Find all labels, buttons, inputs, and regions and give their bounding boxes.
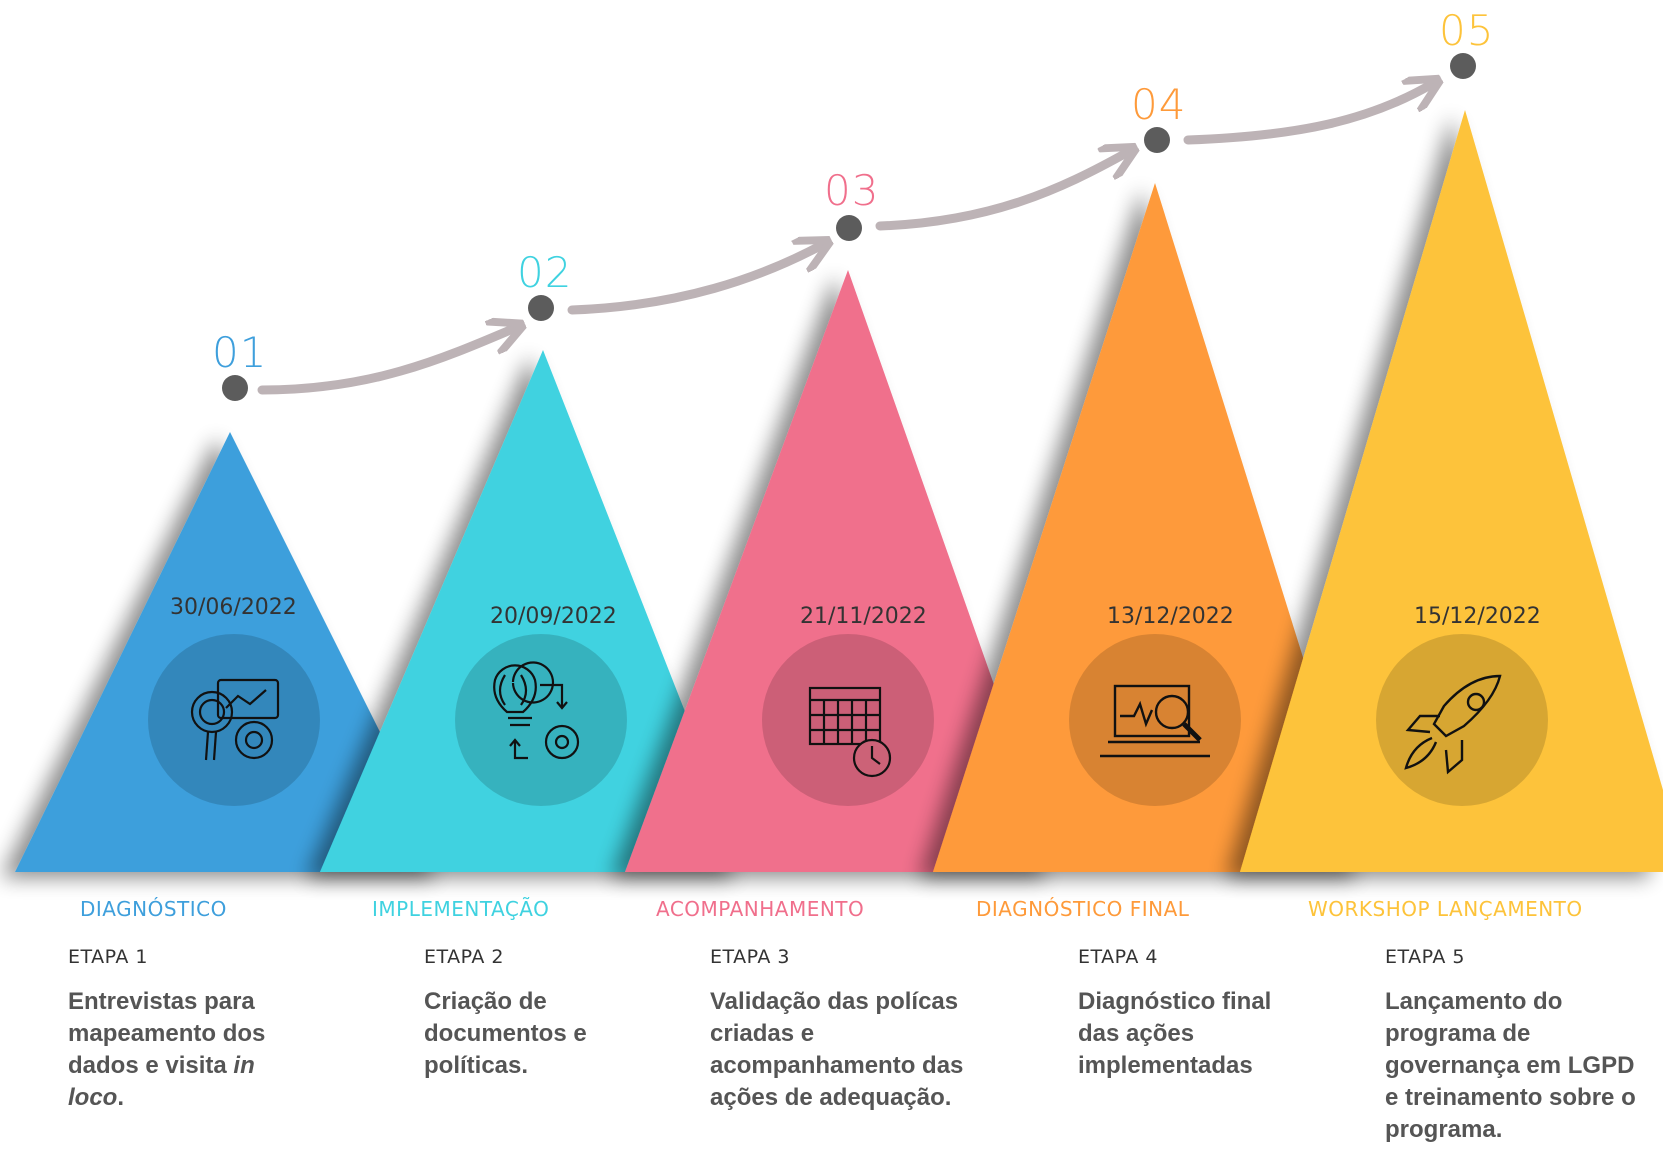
step-etapa-3: ETAPA 3 bbox=[710, 946, 791, 968]
icon-circle-step-5 bbox=[1376, 634, 1548, 806]
icon-circle-step-4 bbox=[1069, 634, 1241, 806]
step-title-4: DIAGNÓSTICO FINAL bbox=[976, 897, 1190, 921]
step-dot-1 bbox=[222, 375, 248, 401]
arrow-3-to-4 bbox=[875, 152, 1128, 231]
step-description-2: Criação de documentos e políticas. bbox=[424, 988, 587, 1079]
arrow-2-to-3 bbox=[567, 245, 822, 315]
step-dot-5 bbox=[1450, 53, 1476, 79]
arrow-1-to-2 bbox=[257, 328, 515, 395]
triangle-step-2 bbox=[320, 350, 748, 872]
data-analysis-gears-icon bbox=[190, 678, 280, 761]
icon-circle-step-3 bbox=[762, 634, 934, 806]
calendar-clock-icon bbox=[808, 686, 892, 778]
icon-circle-step-2 bbox=[455, 634, 627, 806]
step-dot-2 bbox=[528, 295, 554, 321]
step-title-5: WORKSHOP LANÇAMENTO bbox=[1308, 897, 1583, 921]
step-number-5: 05 bbox=[1439, 6, 1495, 55]
step-number-3: 03 bbox=[824, 166, 880, 215]
arrow-4-to-5 bbox=[1183, 84, 1432, 145]
rocket-icon bbox=[1404, 674, 1502, 775]
triangle-step-4 bbox=[933, 183, 1370, 872]
step-title-2: IMPLEMENTAÇÃO bbox=[372, 897, 550, 921]
step-date-5: 15/12/2022 bbox=[1414, 604, 1541, 629]
step-etapa-2: ETAPA 2 bbox=[424, 946, 505, 968]
step-dot-4 bbox=[1144, 127, 1170, 153]
step-description-1: Entrevistas para mapeamento dos dados e … bbox=[68, 988, 266, 1111]
step-number-2: 02 bbox=[517, 248, 573, 297]
step-description-3: Validação das polícas criadas e acompanh… bbox=[710, 988, 964, 1111]
step-date-3: 21/11/2022 bbox=[800, 604, 927, 629]
step-title-1: DIAGNÓSTICO bbox=[80, 897, 227, 921]
step-dot-3 bbox=[836, 215, 862, 241]
laptop-magnifier-icon bbox=[1100, 684, 1210, 758]
step-date-2: 20/09/2022 bbox=[490, 604, 617, 629]
step-etapa-4: ETAPA 4 bbox=[1078, 946, 1159, 968]
step-date-1: 30/06/2022 bbox=[170, 595, 297, 620]
step-etapa-5: ETAPA 5 bbox=[1385, 946, 1466, 968]
step-date-4: 13/12/2022 bbox=[1107, 604, 1234, 629]
triangle-step-1 bbox=[15, 432, 450, 872]
step-etapa-1: ETAPA 1 bbox=[68, 946, 149, 968]
step-number-1: 01 bbox=[212, 328, 268, 377]
step-number-4: 04 bbox=[1131, 80, 1187, 129]
lightbulb-gear-icon bbox=[493, 661, 580, 760]
step-title-3: ACOMPANHAMENTO bbox=[656, 897, 865, 921]
triangle-step-3 bbox=[625, 270, 1060, 872]
step-description-5: Lançamento do programa de governança em … bbox=[1385, 988, 1636, 1143]
triangle-step-5 bbox=[1240, 110, 1663, 872]
icon-circle-step-1 bbox=[148, 634, 320, 806]
step-description-4: Diagnóstico final das ações implementada… bbox=[1078, 988, 1272, 1079]
